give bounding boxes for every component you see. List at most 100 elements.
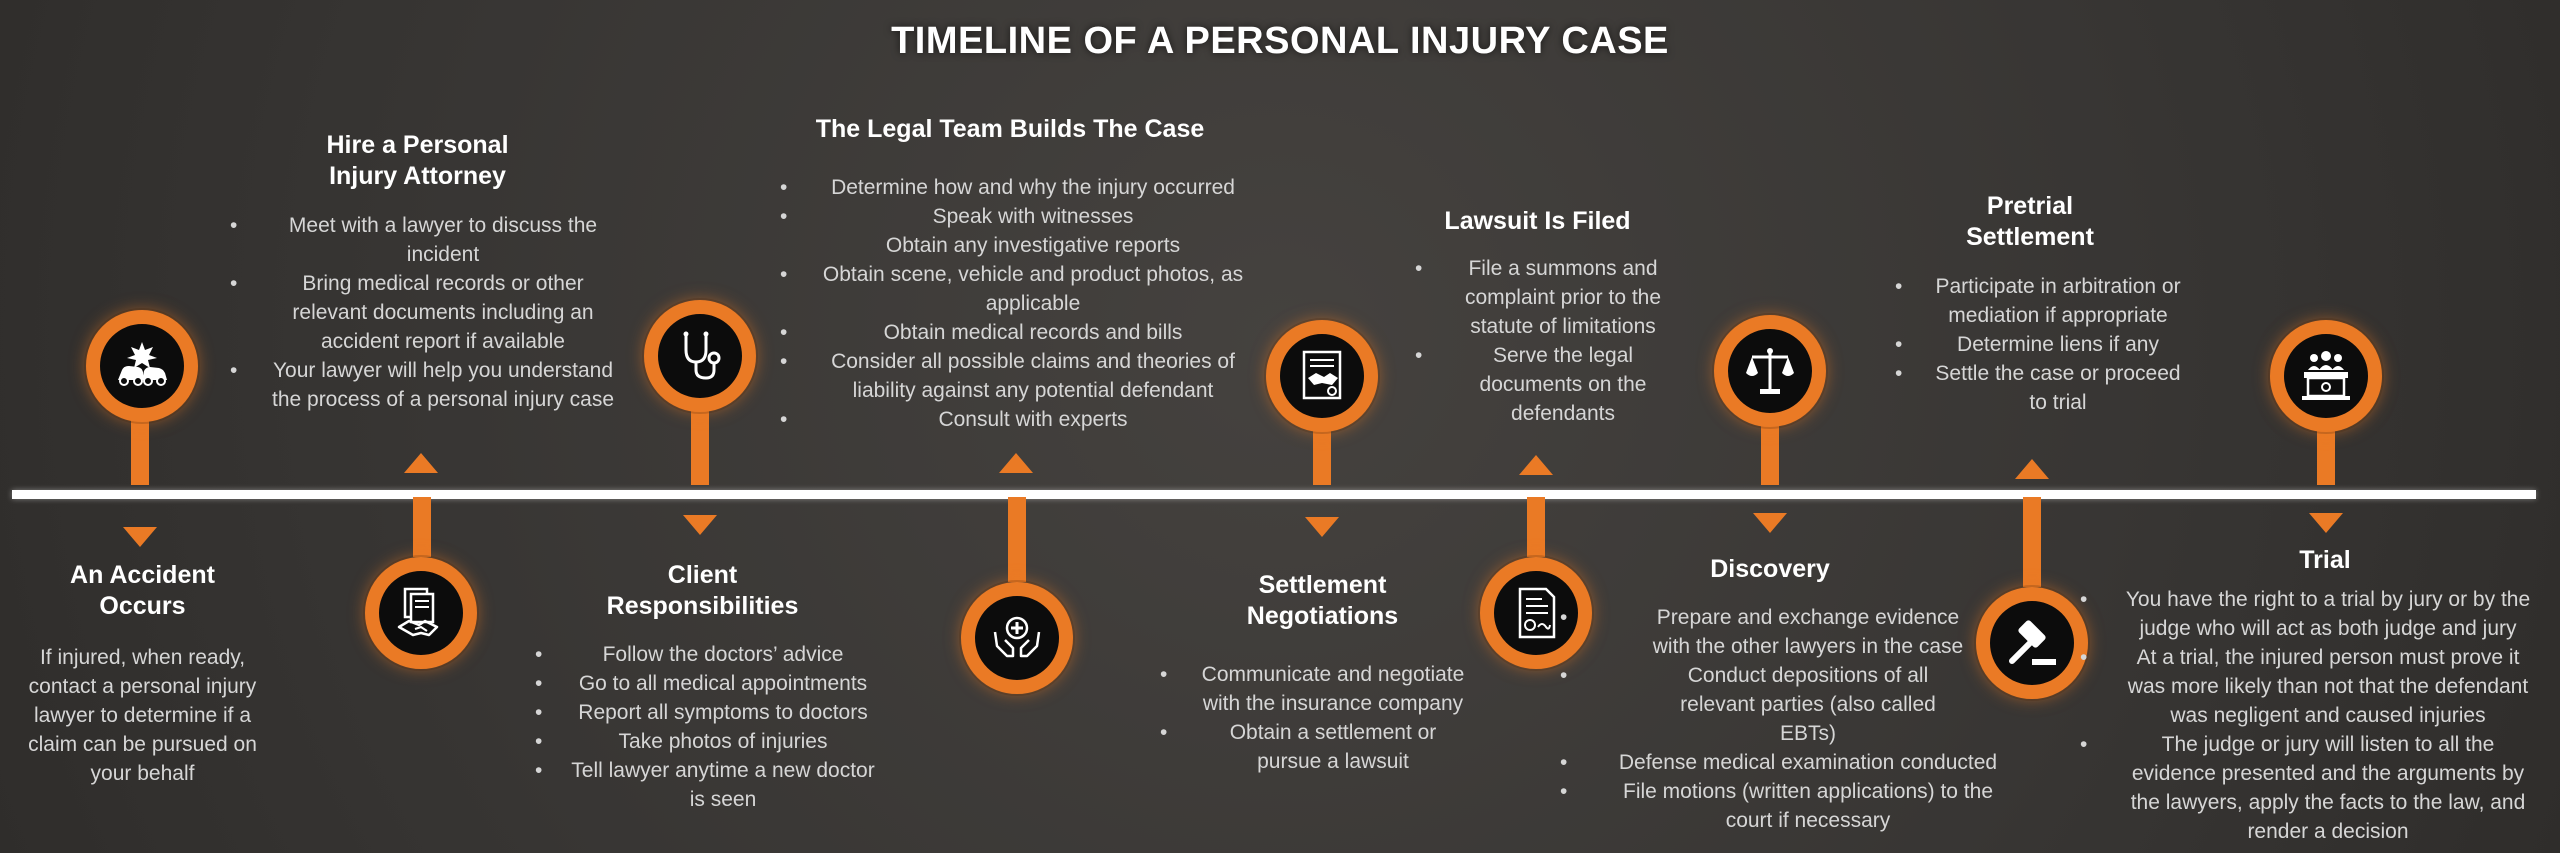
list-pretrial-settlement: Participate in arbitration or mediation …	[1895, 272, 2195, 417]
list-item: Obtain a settlement or	[1160, 718, 1480, 747]
list-item: relevant documents including an	[292, 301, 594, 324]
list-item: Follow the doctors’ advice	[535, 640, 885, 669]
list-item: Speak with witnesses	[780, 202, 1260, 231]
list-item: EBTs)	[1779, 722, 1836, 745]
arrow-down-icon	[1753, 513, 1787, 533]
arrow-up-icon	[2015, 459, 2049, 479]
list-client-responsibilities: Follow the doctors’ advice Go to all med…	[535, 640, 885, 814]
list-item: evidence presented and the arguments by	[2131, 762, 2525, 785]
text-accident-occurs: If injured, when ready, contact a person…	[28, 646, 257, 785]
node-settlement-negotiations	[1266, 320, 1378, 432]
list-item: with the insurance company	[1202, 692, 1464, 715]
list-item: Your lawyer will help you understand	[230, 356, 630, 385]
list-item: court if necessary	[1725, 809, 1891, 832]
list-item: Obtain medical records and bills	[780, 318, 1260, 347]
list-item: Conduct depositions of all	[1560, 661, 2030, 690]
arrow-up-icon	[1519, 455, 1553, 475]
list-item: liability against any potential defendan…	[852, 379, 1214, 402]
list-item: Communicate and negotiate	[1160, 660, 1480, 689]
car-crash-icon	[118, 342, 167, 386]
arrow-up-icon	[999, 453, 1033, 473]
list-item: Tell lawyer anytime a new doctor	[535, 756, 885, 785]
list-item: the process of a personal injury case	[271, 388, 615, 411]
arrow-up-icon	[404, 453, 438, 473]
list-item: Consult with experts	[780, 405, 1260, 434]
list-item: File a summons and	[1415, 254, 1685, 283]
stem-hire-attorney	[413, 497, 431, 557]
hands-medical-icon	[993, 616, 1041, 658]
list-item: Determine liens if any	[1895, 330, 2195, 359]
list-item: incident	[406, 243, 480, 266]
stem-trial	[2317, 420, 2335, 485]
heading-lawsuit-filed: Lawsuit Is Filed	[1444, 207, 1631, 235]
list-item: Defense medical examination conducted	[1560, 748, 2030, 777]
legal-document-icon	[1518, 587, 1556, 639]
list-trial: You have the right to a trial by jury or…	[2080, 585, 2550, 846]
node-hire-attorney	[365, 557, 477, 669]
heading-settlement-negotiations: Settlement Negotiations	[1246, 571, 1399, 630]
list-item: judge who will act as both judge and jur…	[2139, 617, 2517, 640]
list-hire-attorney: Meet with a lawyer to discuss the incide…	[230, 211, 630, 414]
list-item: documents on the	[1479, 373, 1647, 396]
scales-of-justice-icon	[1746, 348, 1794, 394]
list-item: The judge or jury will listen to all the	[2080, 730, 2550, 759]
list-item: pursue a lawsuit	[1257, 750, 1409, 773]
heading-pretrial-settlement: Pretrial Settlement	[1966, 192, 2094, 251]
list-item: complaint prior to the	[1464, 286, 1662, 309]
list-item: You have the right to a trial by jury or…	[2080, 585, 2550, 614]
list-settlement-negotiations: Communicate and negotiate with the insur…	[1160, 660, 1480, 776]
list-item: the lawyers, apply the facts to the law,…	[2130, 791, 2526, 814]
node-trial	[2270, 320, 2382, 432]
heading-hire-attorney: Hire a Personal Injury Attorney	[326, 131, 509, 190]
list-item: with the other lawyers in the case	[1652, 635, 1964, 658]
contract-handshake-icon	[1302, 350, 1342, 400]
heading-discovery: Discovery	[1710, 555, 1830, 583]
list-discovery: Prepare and exchange evidence with the o…	[1560, 603, 2030, 835]
list-item: statute of limitations	[1470, 315, 1656, 338]
list-item: Go to all medical appointments	[535, 669, 885, 698]
stem-pretrial-settlement	[2023, 497, 2041, 587]
list-item: Consider all possible claims and theorie…	[780, 347, 1260, 376]
list-item: Meet with a lawyer to discuss the	[230, 211, 630, 240]
node-discovery	[1714, 315, 1826, 427]
list-item: Participate in arbitration or	[1895, 272, 2195, 301]
timeline-line	[12, 490, 2536, 499]
stem-lawsuit-filed	[1527, 497, 1545, 557]
list-item: Prepare and exchange evidence	[1560, 603, 2030, 632]
arrow-down-icon	[683, 515, 717, 535]
list-item: Bring medical records or other	[230, 269, 630, 298]
list-item: was more likely than not that the defend…	[2127, 675, 2529, 698]
stem-accident	[131, 405, 149, 485]
heading-trial: Trial	[2299, 546, 2351, 574]
node-client-responsibilities	[644, 300, 756, 412]
list-item: Settle the case or proceed	[1895, 359, 2195, 388]
list-item: render a decision	[2247, 820, 2409, 843]
courtroom-judge-icon	[2302, 351, 2350, 400]
list-item: Obtain any investigative reports	[885, 234, 1181, 257]
list-item: accident report if available	[321, 330, 565, 353]
list-lawsuit-filed: File a summons and complaint prior to th…	[1415, 254, 1685, 428]
stem-legal-team	[1008, 497, 1026, 582]
stem-settlement-negotiations	[1313, 420, 1331, 485]
node-legal-team	[961, 582, 1073, 694]
stethoscope-icon	[683, 331, 721, 380]
list-item: File motions (written applications) to t…	[1560, 777, 2030, 806]
list-item: mediation if appropriate	[1948, 304, 2168, 327]
heading-legal-team: The Legal Team Builds The Case	[815, 115, 1205, 143]
arrow-down-icon	[123, 527, 157, 547]
arrow-down-icon	[2309, 513, 2343, 533]
list-item: At a trial, the injured person must prov…	[2080, 643, 2550, 672]
stem-discovery	[1761, 415, 1779, 485]
list-item: to trial	[2029, 391, 2087, 414]
stem-client-responsibilities	[691, 400, 709, 485]
list-item: Take photos of injuries	[535, 727, 885, 756]
list-item: is seen	[689, 788, 757, 811]
list-legal-team: Determine how and why the injury occurre…	[780, 173, 1260, 434]
handshake-documents-icon	[397, 587, 439, 637]
arrow-down-icon	[1305, 517, 1339, 537]
list-item: Serve the legal	[1415, 341, 1685, 370]
list-item: Determine how and why the injury occurre…	[780, 173, 1260, 202]
heading-accident-occurs: An Accident Occurs	[70, 561, 215, 620]
list-item: applicable	[985, 292, 1081, 315]
list-item: was negligent and caused injuries	[2170, 704, 2486, 727]
